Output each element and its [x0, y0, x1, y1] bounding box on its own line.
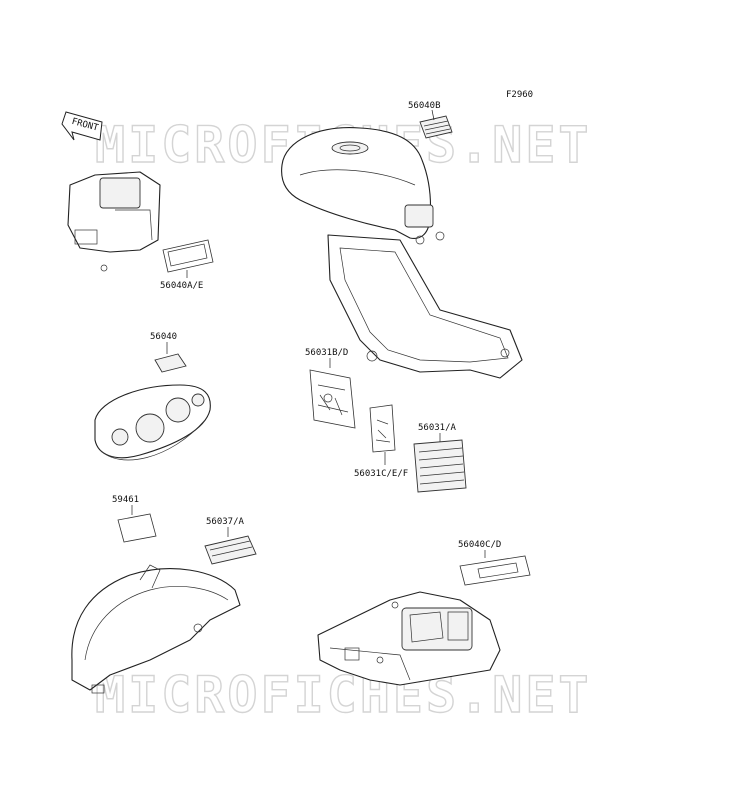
- decal-56031BD: 56031B/D: [305, 348, 356, 429]
- decal-56031CEF: 56031C/E/F: [354, 404, 408, 479]
- decal-56040AE: 56040A/E: [160, 239, 214, 291]
- meter-panel: [94, 384, 211, 461]
- label-56040AE: 56040A/E: [160, 281, 203, 291]
- decal-56037A: 56037/A: [204, 517, 257, 565]
- decal-59461: 59461: [112, 495, 157, 543]
- side-frame-cover: [327, 234, 523, 379]
- label-56031CEF: 56031C/E/F: [354, 469, 408, 479]
- decal-56040: 56040: [150, 332, 187, 373]
- label-56031A: 56031/A: [418, 423, 457, 433]
- watermark-bottom: MICROFICHES.NET: [95, 666, 592, 724]
- label-56040B: 56040B: [408, 101, 441, 111]
- headlight-housing: [67, 171, 161, 272]
- rear-fender: [317, 591, 501, 686]
- decal-56040CD: 56040C/D: [458, 540, 531, 586]
- label-59461: 59461: [112, 495, 139, 505]
- inner-fender: [71, 564, 241, 694]
- decal-56040B: 56040B: [408, 101, 453, 139]
- label-56031BD: 56031B/D: [305, 348, 348, 358]
- label-56040CD: 56040C/D: [458, 540, 501, 550]
- label-56040: 56040: [150, 332, 177, 342]
- front-arrow-icon: FRONT: [61, 111, 103, 141]
- figure-id: F2960: [506, 90, 533, 100]
- label-56037A: 56037/A: [206, 517, 245, 527]
- fuel-tank: [281, 127, 445, 245]
- decal-56031A: 56031/A: [413, 423, 467, 493]
